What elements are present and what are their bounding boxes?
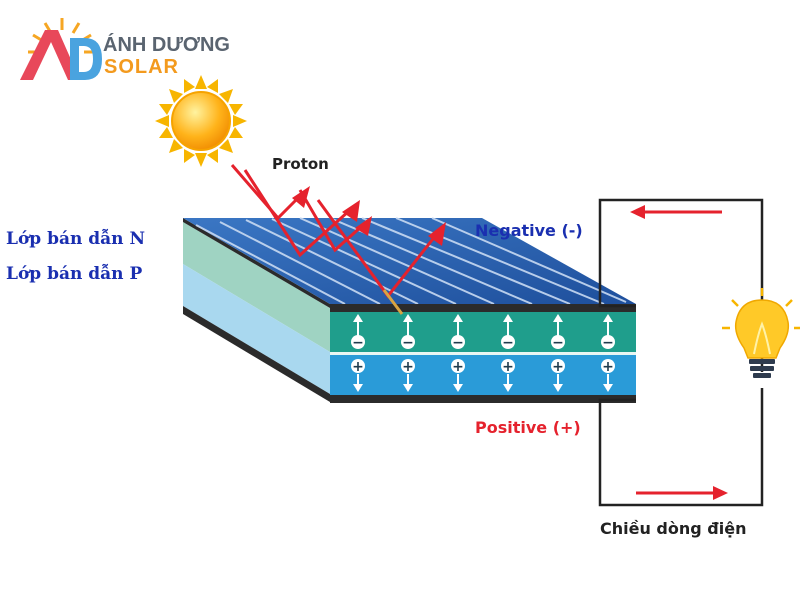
hole-marker: + xyxy=(601,359,615,392)
proton-label: Proton xyxy=(272,155,329,173)
sun-icon xyxy=(155,75,247,167)
positive-sign: + xyxy=(602,359,614,375)
p-layer-label: Lớp bán dẫn P xyxy=(6,264,143,284)
negative-sign: − xyxy=(552,335,564,351)
positive-sign: + xyxy=(352,359,364,375)
positive-sign: + xyxy=(552,359,564,375)
current-arrow-bottom xyxy=(636,486,728,500)
charge-markers: − + − + − + − + − + − + xyxy=(351,314,615,392)
negative-sign: − xyxy=(452,335,464,351)
negative-sign: − xyxy=(602,335,614,351)
panel-left-side xyxy=(183,218,330,402)
electron-marker: − xyxy=(601,314,615,351)
logo-monogram xyxy=(20,30,102,80)
negative-sign: − xyxy=(352,335,364,351)
hole-marker: + xyxy=(551,359,565,392)
n-layer xyxy=(330,312,636,352)
positive-sign: + xyxy=(502,359,514,375)
current-direction-label: Chiều dòng điện xyxy=(600,519,747,538)
electron-marker: − xyxy=(551,314,565,351)
ray-arrowheads xyxy=(292,186,446,246)
electron-marker: − xyxy=(401,314,415,351)
light-bulb-icon xyxy=(722,288,800,378)
n-layer-label: Lớp bán dẫn N xyxy=(6,229,145,249)
hole-marker: + xyxy=(451,359,465,392)
panel-top-surface xyxy=(183,217,636,305)
electron-marker: − xyxy=(451,314,465,351)
electron-marker: − xyxy=(351,314,365,351)
absorbed-photon xyxy=(382,289,404,315)
p-layer xyxy=(330,355,636,395)
external-circuit xyxy=(598,198,764,507)
panel-front-face xyxy=(330,304,636,403)
hole-marker: + xyxy=(401,359,415,392)
hole-marker: + xyxy=(351,359,365,392)
electron-marker: − xyxy=(501,314,515,351)
logo-solar-text: SOLAR xyxy=(104,56,179,78)
negative-sign: − xyxy=(502,335,514,351)
positive-sign: + xyxy=(402,359,414,375)
current-arrow-top xyxy=(630,205,722,219)
positive-terminal-label: Positive (+) xyxy=(475,418,581,437)
positive-sign: + xyxy=(452,359,464,375)
negative-sign: − xyxy=(402,335,414,351)
logo-brand-text: ÁNH DƯƠNG xyxy=(103,34,230,56)
hole-marker: + xyxy=(501,359,515,392)
negative-terminal-label: Negative (-) xyxy=(475,221,583,240)
